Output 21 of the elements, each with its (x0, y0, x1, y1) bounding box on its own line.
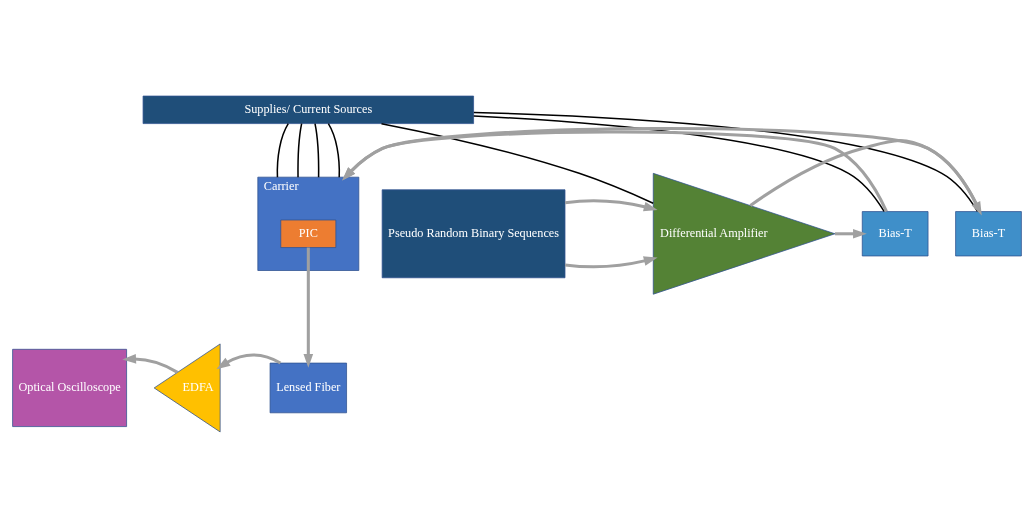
node-box: Supplies/ Current Sources (142, 95, 474, 124)
node-box: Bias-T (954, 210, 1022, 256)
arrow (215, 353, 281, 369)
connector (380, 122, 654, 204)
connector (472, 111, 978, 212)
arrow (341, 130, 888, 212)
node-box: Optical Oscilloscope (11, 348, 127, 427)
node-box: Lensed Fiber (269, 362, 347, 413)
arrow (564, 255, 658, 268)
node-box: Bias-T (861, 210, 928, 256)
node-box: Pseudo Random Binary Sequences (381, 188, 565, 278)
arrow (303, 247, 313, 368)
connector (327, 122, 340, 178)
connector (296, 122, 302, 178)
node-box: PIC (279, 219, 336, 248)
arrow (121, 353, 178, 374)
connector (313, 122, 319, 178)
arrow (564, 198, 658, 211)
arrow (834, 228, 867, 239)
connector (472, 114, 885, 212)
connector (276, 122, 289, 178)
